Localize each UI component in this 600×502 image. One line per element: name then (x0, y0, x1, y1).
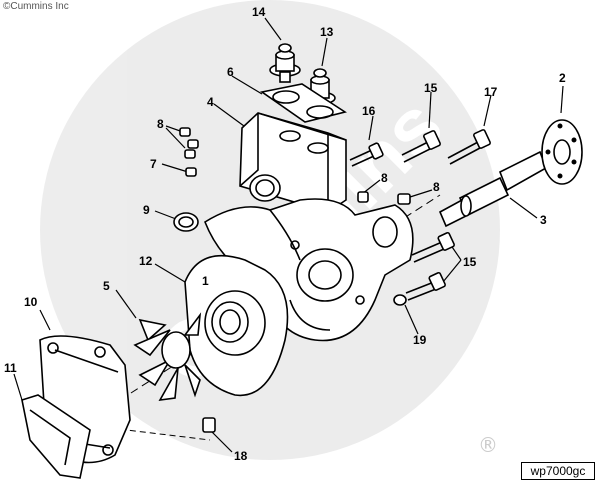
part-washer-19 (393, 294, 407, 306)
callout-4: 4 (207, 95, 214, 109)
part-bolts-15-lower (405, 231, 455, 301)
part-seal-1 (211, 301, 249, 343)
callout-10: 10 (24, 295, 38, 309)
part-capscrews-8-left (179, 127, 199, 177)
part-bolt-15-top (401, 130, 441, 163)
callout-8-right: 8 (433, 180, 440, 194)
part-hub-2 (541, 119, 583, 185)
callout-15-top: 15 (424, 81, 438, 95)
part-pump-body (204, 198, 414, 342)
part-o-ring-9 (173, 212, 199, 232)
callout-16: 16 (362, 104, 376, 118)
callout-11: 11 (4, 361, 17, 375)
callout-8-left: 8 (157, 117, 164, 131)
part-bolt-16 (349, 142, 384, 167)
callout-6: 6 (227, 65, 234, 79)
part-bolt-17 (447, 129, 491, 165)
part-plugs-8-right (357, 191, 411, 205)
callout-3: 3 (540, 213, 547, 227)
registered-mark: ® (478, 433, 498, 457)
callout-14: 14 (252, 5, 266, 19)
callout-12: 12 (139, 254, 153, 268)
callout-19: 19 (413, 333, 427, 347)
part-gasket-11 (21, 394, 91, 479)
figure-id-label: wp7000gc (521, 462, 595, 480)
callout-18: 18 (234, 449, 248, 463)
callout-9: 9 (143, 203, 150, 217)
copyright-notice: ©Cummins Inc (3, 1, 69, 12)
part-thermostat-14 (269, 43, 301, 83)
callout-17: 17 (484, 85, 498, 99)
callout-2: 2 (559, 71, 566, 85)
callout-7: 7 (150, 157, 157, 171)
part-thermostat-housing-4 (239, 112, 347, 213)
part-impeller-5 (133, 312, 202, 402)
callout-labels: 14 13 6 4 8 7 16 15 17 2 8 8 9 3 12 15 5… (4, 5, 566, 463)
part-gasket-6 (260, 83, 347, 123)
callout-13: 13 (320, 25, 334, 39)
callout-8-mid: 8 (381, 171, 388, 185)
callout-5: 5 (103, 279, 110, 293)
part-screw-18 (202, 417, 216, 433)
callout-15-lower: 15 (463, 255, 477, 269)
callout-1: 1 (202, 274, 209, 288)
